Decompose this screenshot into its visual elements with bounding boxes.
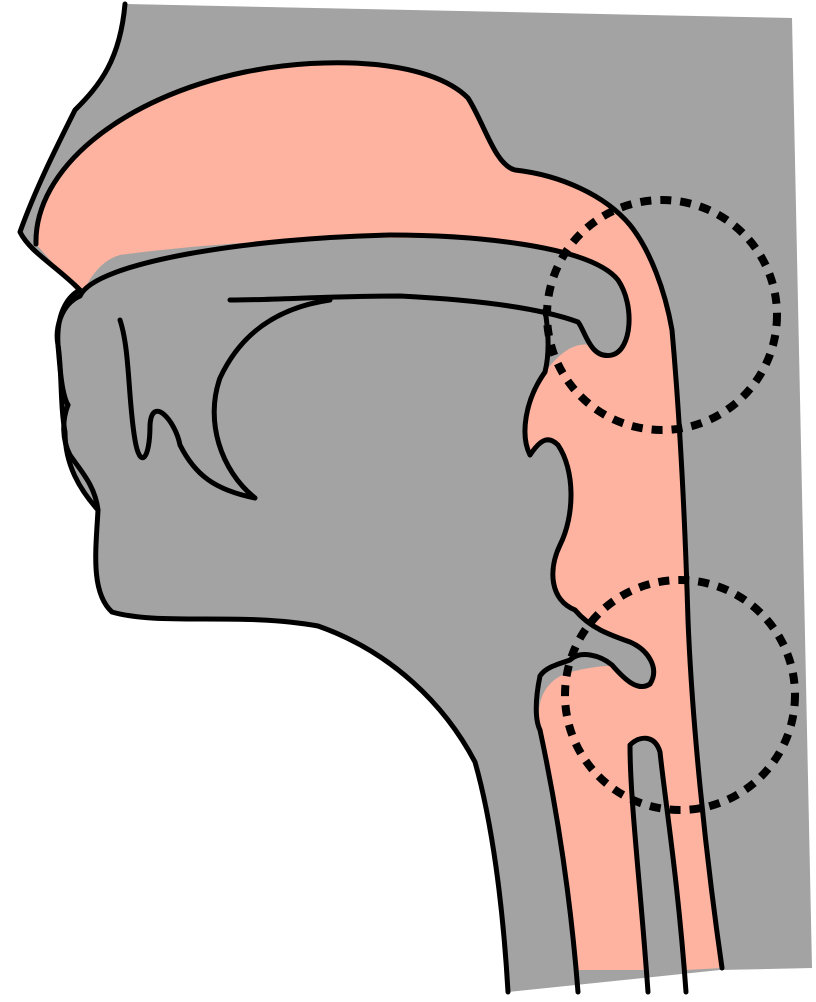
diagram-canvas	[0, 0, 816, 1002]
head-neck-section-svg	[0, 0, 816, 1002]
